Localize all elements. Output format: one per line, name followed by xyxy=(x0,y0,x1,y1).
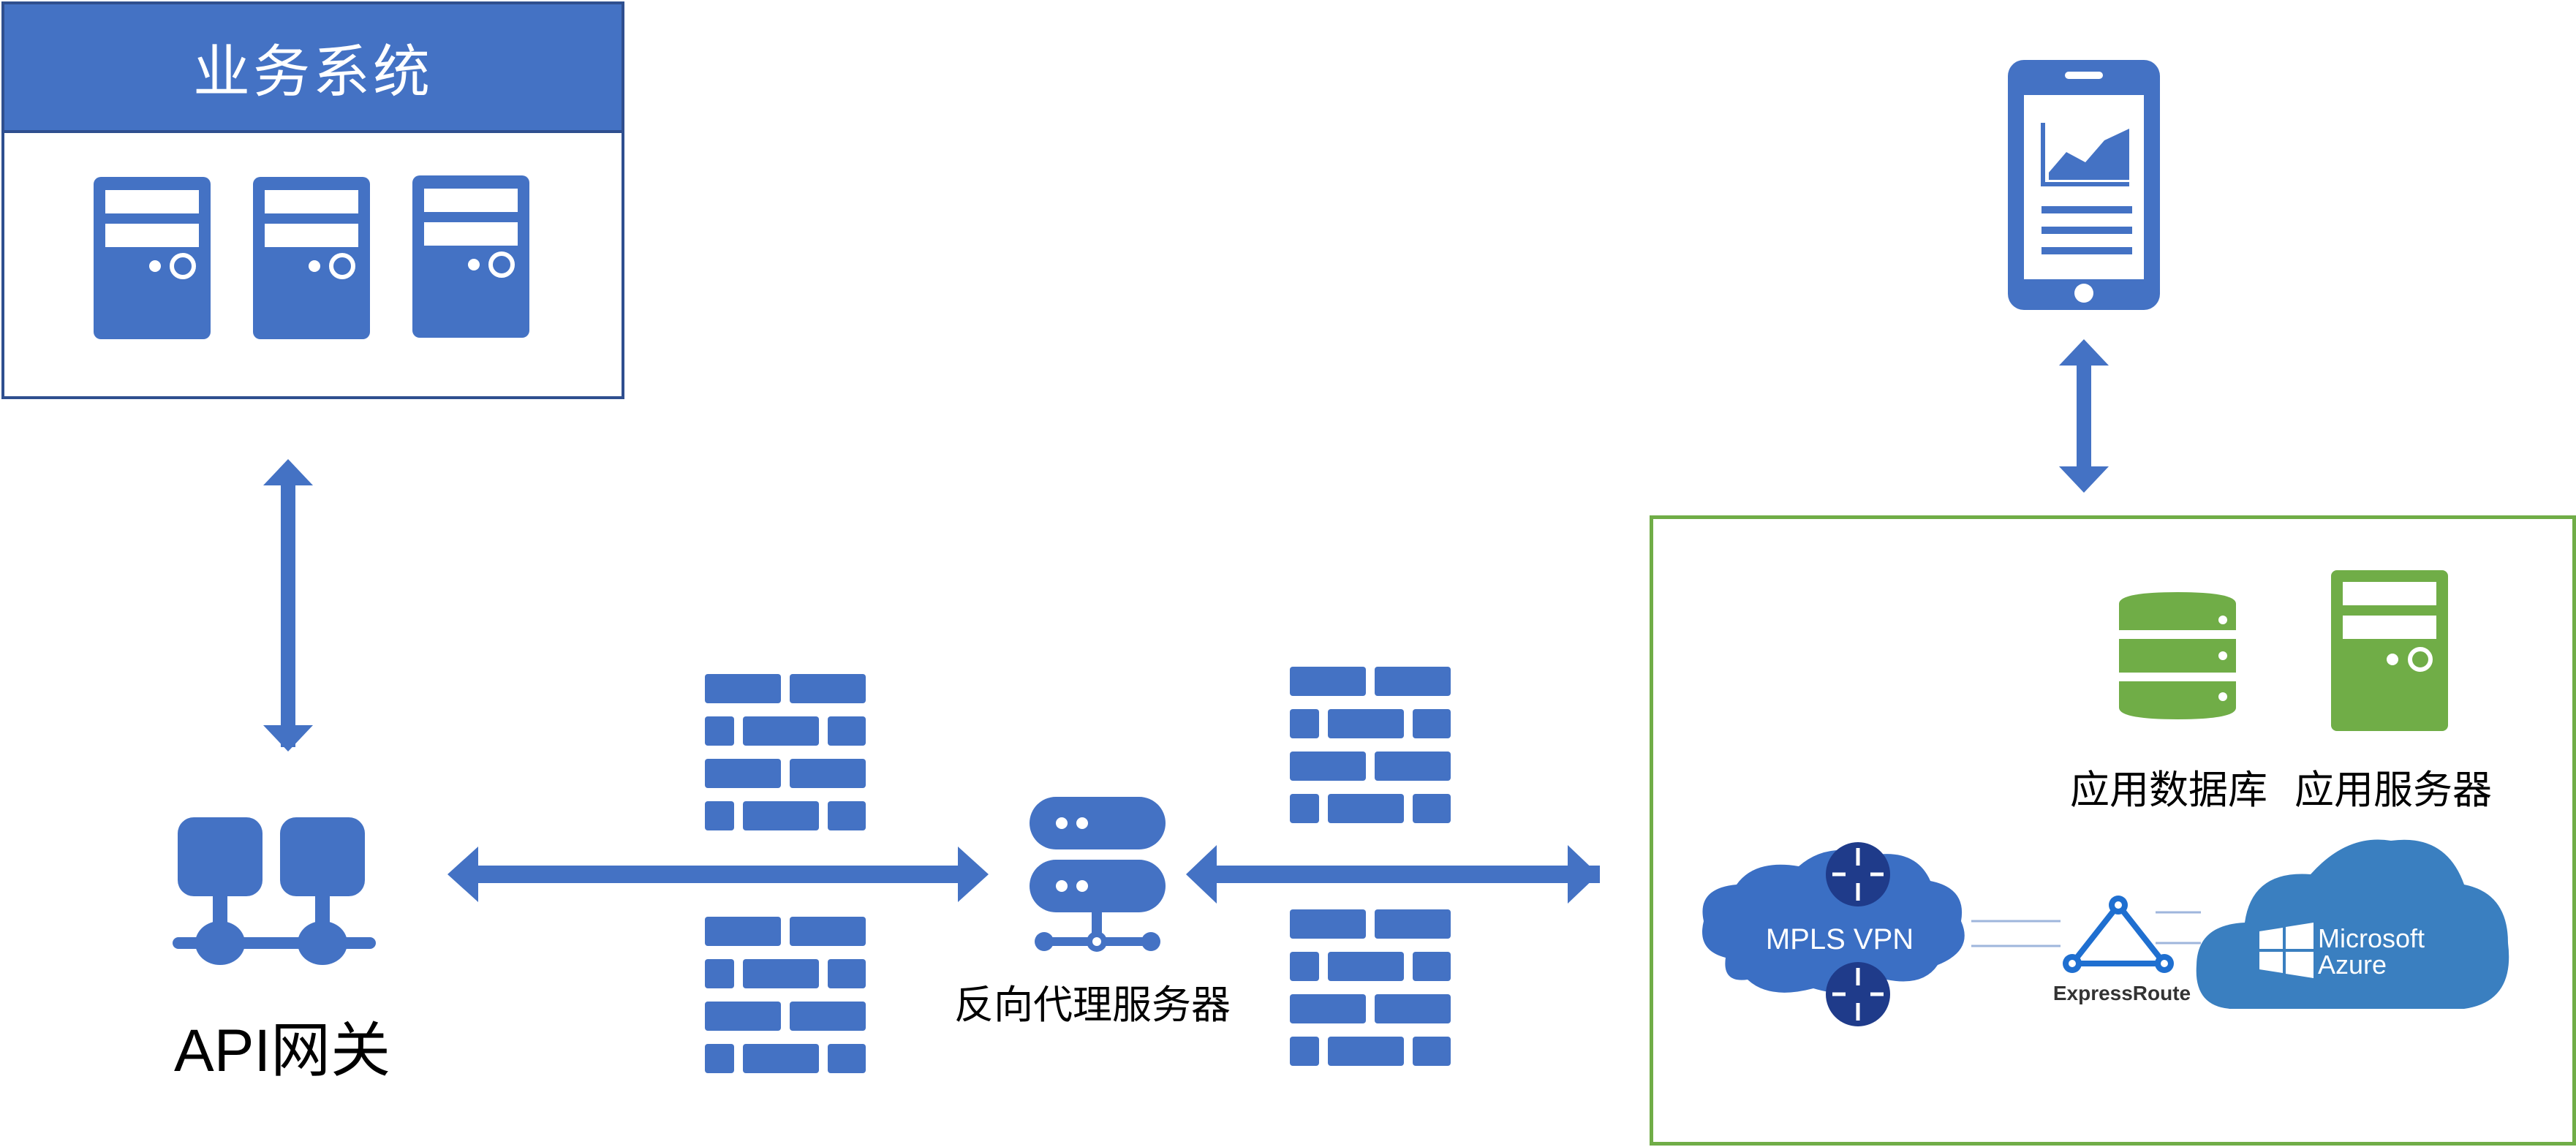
express-route-icon xyxy=(2063,896,2174,973)
reverse-proxy-server-icon xyxy=(1030,797,1166,952)
azure-cloud-icon xyxy=(2196,839,2509,1009)
business-system-title: 业务系统 xyxy=(4,4,622,133)
app-server-label: 应用服务器 xyxy=(2294,767,2492,813)
network-switch-icon xyxy=(173,817,376,965)
application-environment-box xyxy=(1650,515,2576,1146)
windows-logo-icon xyxy=(2259,923,2314,978)
app-database-label: 应用数据库 xyxy=(2070,767,2267,813)
arrow-proxy-app xyxy=(1186,845,1600,904)
firewall-icon xyxy=(1290,909,1451,1066)
azure-brand-line1: Microsoft xyxy=(2318,923,2425,953)
firewall-icon xyxy=(1290,667,1451,823)
firewall-icon xyxy=(705,917,866,1073)
arrow-phone-app xyxy=(2059,339,2109,493)
mobile-phone-icon xyxy=(2008,60,2160,310)
express-route-label: ExpressRoute xyxy=(2053,982,2191,1004)
application-server-icon xyxy=(2331,570,2448,731)
express-route-links xyxy=(1971,911,2201,947)
business-server-icon xyxy=(94,177,211,339)
business-server-icon xyxy=(412,175,529,338)
api-gateway-label: API网关 xyxy=(174,1018,391,1084)
business-server-icon xyxy=(253,177,370,339)
database-icon xyxy=(2119,592,2236,719)
azure-brand-line2: Azure xyxy=(2318,950,2387,980)
mpls-vpn-label: MPLS VPN xyxy=(1766,923,1914,955)
arrow-api-proxy xyxy=(447,847,989,902)
reverse-proxy-label: 反向代理服务器 xyxy=(954,982,1231,1028)
arrow-business-api xyxy=(263,459,313,752)
firewall-icon xyxy=(705,674,866,830)
mpls-vpn-cloud-icon xyxy=(1702,842,1965,1026)
